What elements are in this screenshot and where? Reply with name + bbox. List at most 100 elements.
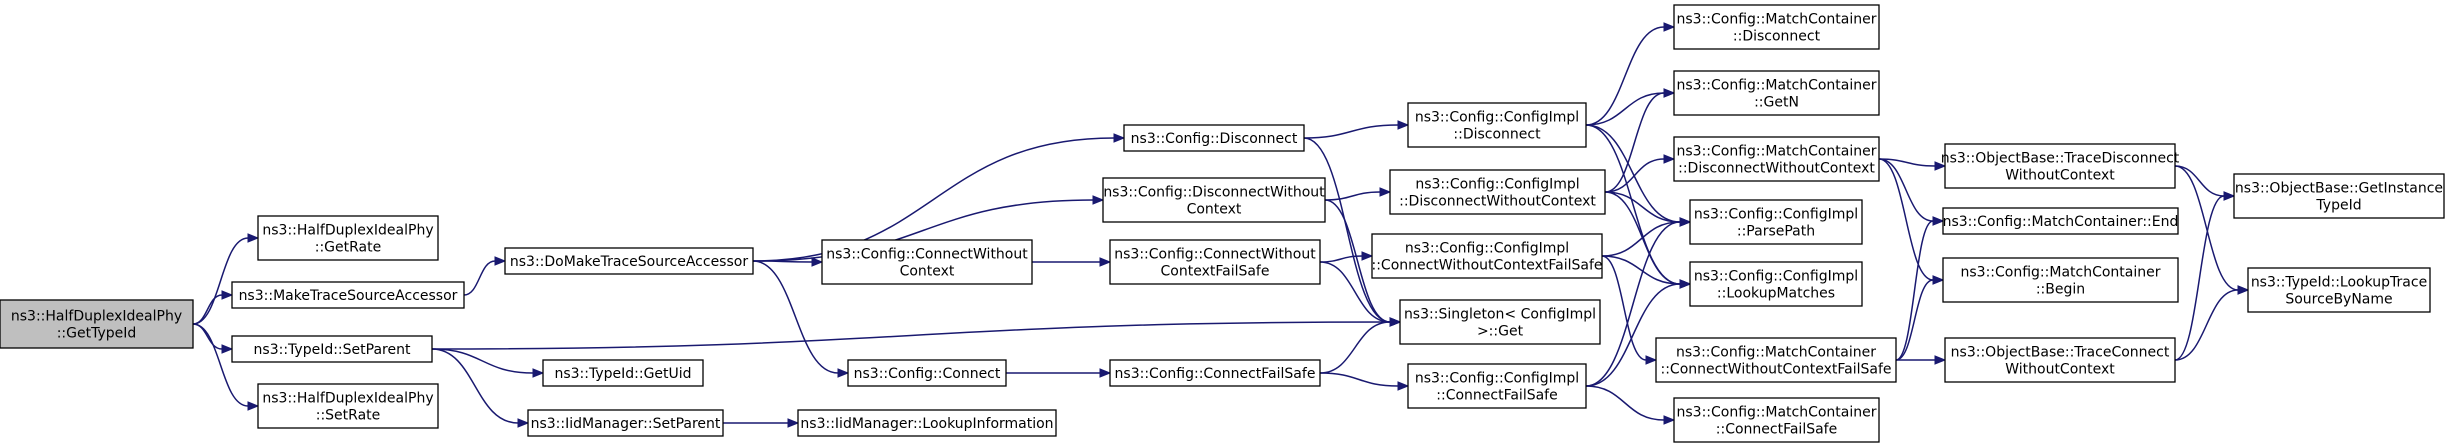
edge-get-type-id-to-set-parent — [192, 323, 234, 354]
node-config-connect[interactable]: ns3::Config::Connect — [847, 359, 1007, 387]
node-label-line: ns3::Config::MatchContainer — [1677, 78, 1877, 94]
node-box — [1655, 337, 1897, 383]
edge-mc-connect-without-fail-safe-to-trace-connect — [1896, 355, 1947, 365]
node-box — [231, 335, 433, 363]
edge-config-disconnect-to-singleton-get — [1303, 137, 1402, 327]
node-lookup-info[interactable]: ns3::IidManager::LookupInformation — [797, 409, 1057, 437]
node-box — [0, 299, 194, 349]
node-label-line: ContextFailSafe — [1161, 264, 1270, 280]
node-label-line: ns3::MakeTraceSourceAccessor — [239, 288, 458, 304]
node-label-line: ns3::Config::MatchContainer — [1677, 405, 1877, 421]
node-impl-connect-without-fail-safe[interactable]: ns3::Config::ConfigImpl::ConnectWithoutC… — [1371, 233, 1603, 279]
edge-connect-without-fail-safe-to-impl-connect-without-fail-safe — [1319, 251, 1374, 263]
node-mc-disconnect[interactable]: ns3::Config::MatchContainer::Disconnect — [1673, 4, 1880, 50]
node-label-line: WithoutContext — [2005, 362, 2115, 378]
edge-disconnect-without-to-impl-disconnect-without — [1324, 187, 1392, 201]
node-box — [231, 281, 465, 309]
edge-config-connect-to-connect-fail-safe — [1006, 368, 1112, 378]
node-box — [1109, 239, 1321, 285]
edge-mc-disconnect-without-to-trace-disconnect — [1878, 158, 1947, 171]
node-label-line: ns3::IidManager::SetParent — [531, 416, 721, 432]
node-box — [1942, 207, 2179, 235]
edge-impl-connect-fail-safe-to-parse-path — [1585, 217, 1692, 387]
node-label-line: ::GetRate — [315, 240, 382, 256]
node-label-line: ::ConnectWithoutContextFailSafe — [1371, 258, 1602, 274]
node-box — [847, 359, 1007, 387]
edge-impl-disconnect-to-mc-disconnect — [1585, 22, 1676, 126]
node-mc-disconnect-without[interactable]: ns3::Config::MatchContainer::DisconnectW… — [1673, 136, 1880, 182]
node-label-line: ns3::Config::ConfigImpl — [1415, 110, 1579, 126]
node-mc-connect-without-fail-safe[interactable]: ns3::Config::MatchContainer::ConnectWith… — [1655, 337, 1897, 383]
node-box — [1407, 102, 1587, 148]
node-label-line: ns3::ObjectBase::TraceDisconnect — [1941, 151, 2180, 167]
node-label-line: ns3::HalfDuplexIdealPhy — [11, 309, 182, 325]
node-parse-path[interactable]: ns3::Config::ConfigImpl::ParsePath — [1689, 199, 1863, 245]
node-mc-get-n[interactable]: ns3::Config::MatchContainer::GetN — [1673, 70, 1880, 116]
node-config-disconnect[interactable]: ns3::Config::Disconnect — [1123, 124, 1305, 152]
node-box — [1407, 363, 1587, 409]
edge-impl-connect-without-fail-safe-to-mc-connect-without-fail-safe — [1601, 255, 1658, 365]
node-box — [257, 383, 439, 429]
node-get-uid[interactable]: ns3::TypeId::GetUid — [542, 359, 704, 387]
node-iid-set-parent[interactable]: ns3::IidManager::SetParent — [527, 409, 724, 437]
node-box — [1399, 299, 1601, 345]
node-impl-disconnect-without[interactable]: ns3::Config::ConfigImpl::DisconnectWitho… — [1389, 169, 1606, 215]
node-impl-disconnect[interactable]: ns3::Config::ConfigImpl::Disconnect — [1407, 102, 1587, 148]
node-label-line: ns3::Config::MatchContainer::End — [1943, 214, 2179, 230]
node-box — [1673, 397, 1880, 443]
edge-mc-connect-without-fail-safe-to-mc-begin — [1895, 275, 1945, 361]
node-box — [1689, 261, 1863, 307]
node-label-line: ns3::Singleton< ConfigImpl — [1404, 307, 1596, 323]
node-box — [1944, 337, 2176, 383]
node-label-line: ns3::ObjectBase::GetInstance — [2235, 181, 2443, 197]
node-box — [1371, 233, 1603, 279]
edge-trace-connect-to-get-instance-type-id — [2174, 191, 2236, 361]
node-label-line: Context — [1187, 202, 1242, 218]
node-connect-without[interactable]: ns3::Config::ConnectWithoutContext — [821, 239, 1033, 285]
node-disconnect-without[interactable]: ns3::Config::DisconnectWithoutContext — [1102, 177, 1326, 223]
node-label-line: ns3::Config::ConfigImpl — [1415, 177, 1579, 193]
edge-impl-disconnect-to-mc-get-n — [1585, 88, 1676, 126]
node-mc-begin[interactable]: ns3::Config::MatchContainer::Begin — [1942, 257, 2179, 303]
node-label-line: ns3::Config::ConnectWithout — [826, 247, 1028, 263]
node-impl-connect-fail-safe[interactable]: ns3::Config::ConfigImpl::ConnectFailSafe — [1407, 363, 1587, 409]
node-mc-end[interactable]: ns3::Config::MatchContainer::End — [1942, 207, 2179, 235]
edge-set-parent-to-get-uid — [431, 348, 545, 378]
node-box — [1689, 199, 1863, 245]
edge-impl-disconnect-without-to-mc-disconnect-without — [1604, 154, 1676, 193]
edges-layer — [192, 22, 2250, 428]
edge-impl-connect-without-fail-safe-to-parse-path — [1601, 217, 1692, 257]
node-label-line: ::DisconnectWithoutContext — [1678, 161, 1875, 177]
node-set-rate[interactable]: ns3::HalfDuplexIdealPhy::SetRate — [257, 383, 439, 429]
node-do-make[interactable]: ns3::DoMakeTraceSourceAccessor — [504, 247, 754, 275]
node-singleton-get[interactable]: ns3::Singleton< ConfigImpl>::Get — [1399, 299, 1601, 345]
node-box — [504, 247, 754, 275]
node-box — [1102, 177, 1326, 223]
node-box — [1944, 143, 2176, 189]
node-label-line: ns3::Config::ConnectWithout — [1114, 247, 1316, 263]
node-label-line: ::Begin — [2036, 282, 2085, 298]
node-label-line: ::SetRate — [316, 408, 381, 424]
node-connect-without-fail-safe[interactable]: ns3::Config::ConnectWithoutContextFailSa… — [1109, 239, 1321, 285]
node-box — [821, 239, 1033, 285]
node-make-accessor[interactable]: ns3::MakeTraceSourceAccessor — [231, 281, 465, 309]
node-label-line: ns3::IidManager::LookupInformation — [800, 416, 1053, 432]
node-trace-disconnect[interactable]: ns3::ObjectBase::TraceDisconnectWithoutC… — [1941, 143, 2180, 189]
node-label-line: ns3::TypeId::LookupTrace — [2251, 275, 2427, 291]
node-get-type-id[interactable]: ns3::HalfDuplexIdealPhy::GetTypeId — [0, 299, 194, 349]
node-box — [1123, 124, 1305, 152]
node-label-line: ::ParsePath — [1737, 224, 1815, 240]
node-mc-connect-fail-safe[interactable]: ns3::Config::MatchContainer::ConnectFail… — [1673, 397, 1880, 443]
node-label-line: ns3::Config::ConfigImpl — [1694, 269, 1858, 285]
node-label-line: ::GetN — [1754, 95, 1799, 111]
node-set-parent[interactable]: ns3::TypeId::SetParent — [231, 335, 433, 363]
node-label-line: ns3::HalfDuplexIdealPhy — [262, 223, 433, 239]
node-lookup-matches[interactable]: ns3::Config::ConfigImpl::LookupMatches — [1689, 261, 1863, 307]
node-get-rate[interactable]: ns3::HalfDuplexIdealPhy::GetRate — [257, 215, 439, 261]
node-connect-fail-safe[interactable]: ns3::Config::ConnectFailSafe — [1109, 359, 1321, 387]
node-trace-connect[interactable]: ns3::ObjectBase::TraceConnectWithoutCont… — [1944, 337, 2176, 383]
edge-config-disconnect-to-impl-disconnect — [1303, 120, 1410, 139]
